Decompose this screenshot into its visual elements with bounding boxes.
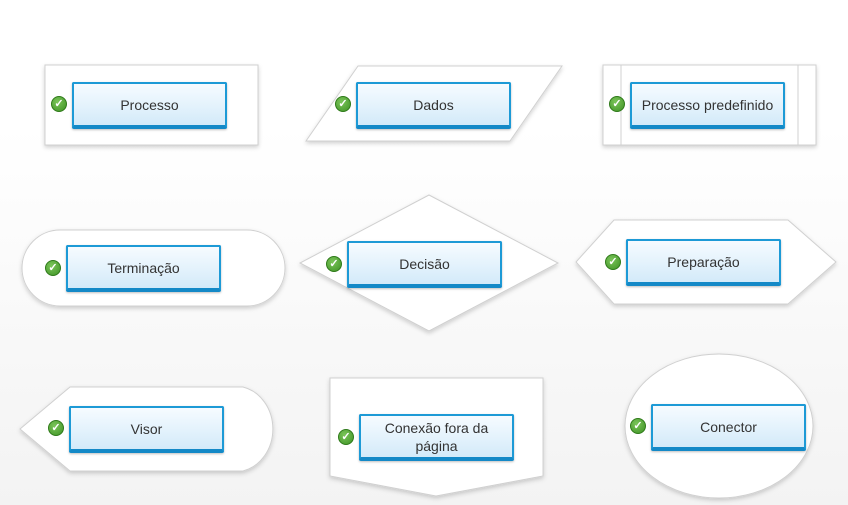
check-icon [48, 420, 64, 436]
check-icon [609, 96, 625, 112]
check-icon [326, 256, 342, 272]
check-icon [605, 254, 621, 270]
label-connector[interactable]: Conector [651, 404, 806, 451]
check-icon [335, 96, 351, 112]
label-data[interactable]: Dados [356, 82, 511, 129]
label-terminator[interactable]: Terminação [66, 245, 221, 292]
check-icon [630, 418, 646, 434]
label-decision[interactable]: Decisão [347, 241, 502, 288]
check-icon [51, 96, 67, 112]
check-icon [45, 260, 61, 276]
label-offpage-connector[interactable]: Conexão fora da página [359, 414, 514, 461]
check-icon [338, 429, 354, 445]
label-process[interactable]: Processo [72, 82, 227, 129]
label-preparation[interactable]: Preparação [626, 239, 781, 286]
label-predefined-process[interactable]: Processo predefinido [630, 82, 785, 129]
label-display[interactable]: Visor [69, 406, 224, 453]
